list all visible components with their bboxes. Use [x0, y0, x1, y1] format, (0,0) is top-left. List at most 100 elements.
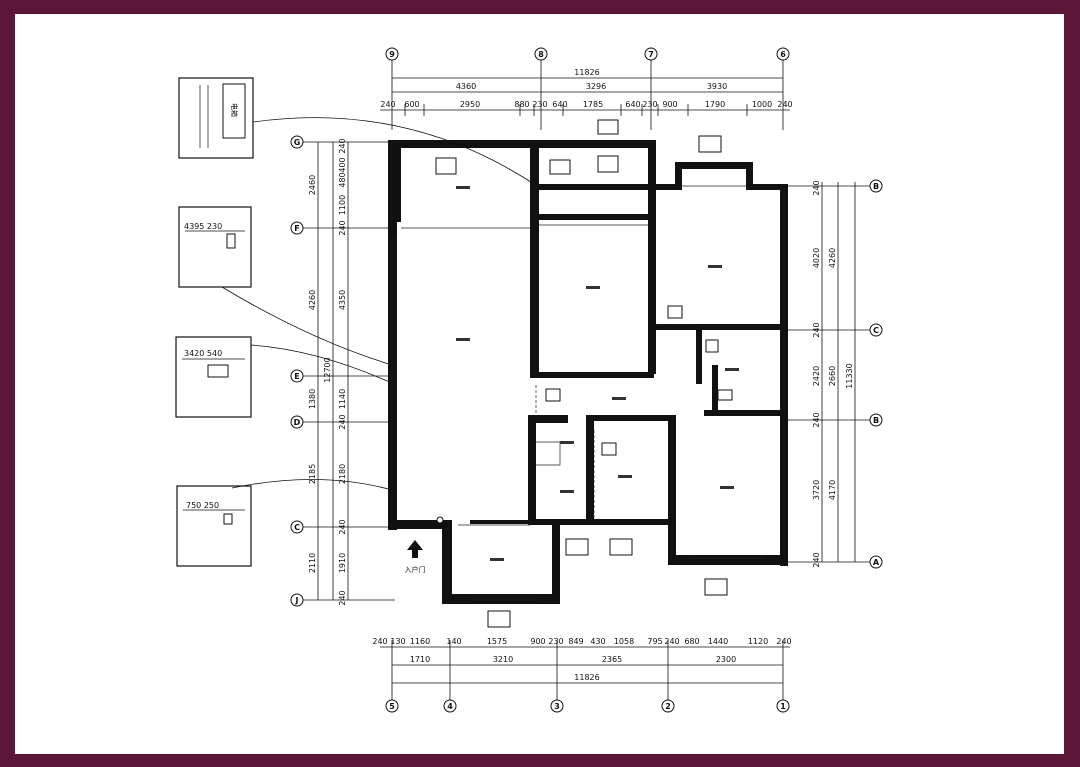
svg-text:849: 849 [568, 637, 583, 646]
bottom-total-dimension: 11826 [574, 673, 599, 682]
top-mid-dim-1: 4360 [456, 82, 476, 91]
svg-text:5: 5 [389, 702, 395, 711]
svg-text:900: 900 [662, 100, 677, 109]
detail-1-label: 电箱 [230, 103, 239, 117]
svg-text:240: 240 [664, 637, 679, 646]
svg-text:240: 240 [338, 414, 347, 429]
svg-text:1790: 1790 [705, 100, 725, 109]
svg-text:D: D [294, 418, 301, 427]
svg-text:4020: 4020 [812, 248, 821, 268]
svg-text:600: 600 [404, 100, 419, 109]
right-dimensions [785, 182, 870, 563]
svg-text:140: 140 [446, 637, 461, 646]
svg-text:1: 1 [780, 702, 786, 711]
svg-text:2: 2 [665, 702, 671, 711]
svg-text:240: 240 [812, 322, 821, 337]
svg-text:F: F [294, 224, 299, 233]
svg-text:795: 795 [647, 637, 662, 646]
svg-text:4260: 4260 [828, 248, 837, 268]
svg-text:4260: 4260 [308, 290, 317, 310]
svg-text:2420: 2420 [812, 366, 821, 386]
entrance-arrow [407, 540, 423, 558]
svg-text:230: 230 [642, 100, 657, 109]
left-dim-text: 2460 4260 1380 2185 2110 12700 240 400 4… [308, 138, 347, 605]
left-dimensions [300, 141, 395, 601]
detail-4-label: 750 250 [186, 501, 219, 510]
svg-text:2185: 2185 [308, 464, 317, 484]
svg-text:4: 4 [447, 702, 453, 711]
top-dimensions [380, 60, 790, 130]
svg-text:130: 130 [390, 637, 405, 646]
svg-text:1140: 1140 [338, 389, 347, 409]
svg-text:1058: 1058 [614, 637, 634, 646]
top-mid-dim-2: 3296 [586, 82, 606, 91]
svg-text:1440: 1440 [708, 637, 728, 646]
svg-text:G: G [294, 138, 301, 147]
bottom-dimensions [380, 640, 790, 700]
bottom-mid-dim-4: 2300 [716, 655, 736, 664]
top-axis-bubbles: 9 8 7 6 [385, 47, 790, 61]
svg-text:240: 240 [338, 220, 347, 235]
right-axis-bubbles: B C B A [869, 179, 883, 569]
door-pivot [436, 516, 444, 524]
detail-boxes [175, 77, 254, 567]
svg-text:1910: 1910 [338, 553, 347, 573]
svg-text:2180: 2180 [338, 464, 347, 484]
right-dim-text: 240 4020 240 2420 240 3720 240 4260 2660… [812, 180, 854, 567]
svg-text:2950: 2950 [460, 100, 480, 109]
bottom-fine-dims: 240 130 1160 140 1575 900 230 849 430 10… [372, 637, 791, 646]
svg-text:240: 240 [776, 637, 791, 646]
svg-text:1100: 1100 [338, 195, 347, 215]
svg-text:240: 240 [380, 100, 395, 109]
svg-text:E: E [294, 372, 299, 381]
svg-text:2110: 2110 [308, 553, 317, 573]
svg-text:C: C [294, 523, 300, 532]
right-total-dimension: 11330 [845, 363, 854, 388]
svg-text:680: 680 [684, 637, 699, 646]
svg-text:1785: 1785 [583, 100, 603, 109]
svg-text:240: 240 [338, 138, 347, 153]
leader-lines [221, 117, 541, 491]
svg-text:1000: 1000 [752, 100, 772, 109]
top-axis-3: 7 [648, 50, 654, 59]
walls [388, 140, 788, 604]
svg-text:900: 900 [530, 637, 545, 646]
svg-text:480: 480 [338, 172, 347, 187]
thin-lines [391, 185, 765, 601]
svg-text:240: 240 [812, 552, 821, 567]
svg-text:640: 640 [625, 100, 640, 109]
svg-text:B: B [873, 182, 879, 191]
svg-text:240: 240 [812, 180, 821, 195]
room-marks [456, 186, 739, 561]
svg-text:B: B [873, 416, 879, 425]
top-total-dimension: 11826 [574, 68, 599, 77]
svg-text:230: 230 [548, 637, 563, 646]
svg-text:240: 240 [338, 590, 347, 605]
svg-text:4350: 4350 [338, 290, 347, 310]
svg-text:1380: 1380 [308, 389, 317, 409]
left-total-dimension: 12700 [323, 357, 332, 382]
top-mid-dim-3: 3930 [707, 82, 727, 91]
bottom-mid-dim-2: 3210 [493, 655, 513, 664]
svg-text:4170: 4170 [828, 480, 837, 500]
entrance-label: 入户门 [405, 565, 426, 574]
svg-text:1575: 1575 [487, 637, 507, 646]
svg-text:400: 400 [338, 157, 347, 172]
svg-text:2460: 2460 [308, 175, 317, 195]
detail-3-label: 3420 540 [184, 349, 222, 358]
top-axis-2: 8 [538, 50, 544, 59]
svg-text:2660: 2660 [828, 366, 837, 386]
svg-text:A: A [873, 558, 880, 567]
top-axis-1: 9 [389, 50, 395, 59]
svg-text:240: 240 [777, 100, 792, 109]
bottom-mid-dim-1: 1710 [410, 655, 430, 664]
svg-text:430: 430 [590, 637, 605, 646]
svg-text:3720: 3720 [812, 480, 821, 500]
top-axis-4: 6 [780, 50, 786, 59]
left-axis-bubbles: G F E D C J [290, 135, 304, 607]
bottom-mid-dim-3: 2365 [602, 655, 622, 664]
svg-text:240: 240 [812, 412, 821, 427]
svg-text:J: J [295, 596, 299, 605]
